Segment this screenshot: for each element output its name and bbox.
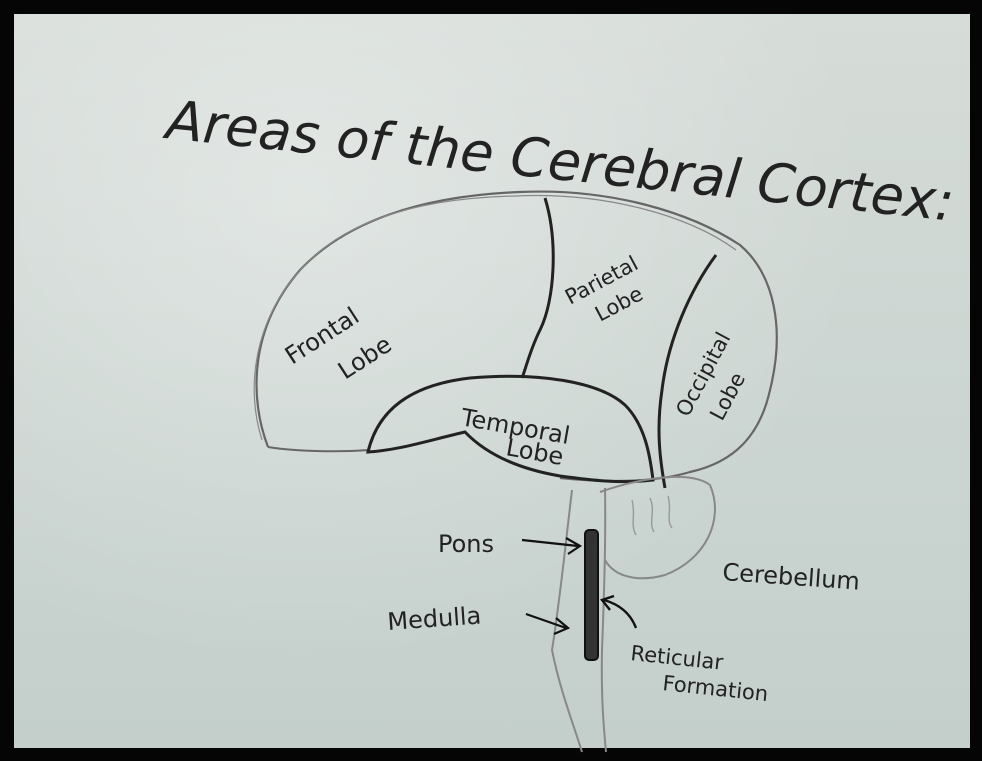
label-cerebellum: Cerebellum (722, 558, 861, 596)
diagram-title: Areas of the Cerebral Cortex: (161, 88, 958, 234)
reticular-formation-mark (585, 530, 598, 660)
brainstem-outline-right (602, 488, 606, 752)
label-reticular-1: Reticular (629, 641, 724, 675)
brainstem-outline-left (552, 490, 582, 752)
reticular-arrow (602, 596, 636, 628)
medulla-arrow (526, 614, 568, 634)
label-pons: Pons (438, 530, 494, 558)
cerebellum-folds (632, 496, 672, 535)
frontal-bottom-edge (268, 447, 370, 451)
label-reticular-2: Formation (661, 671, 769, 706)
cerebellum-outline (600, 477, 715, 578)
label-medulla: Medulla (386, 601, 482, 635)
pons-arrow (522, 538, 580, 554)
central-sulcus (522, 198, 553, 378)
